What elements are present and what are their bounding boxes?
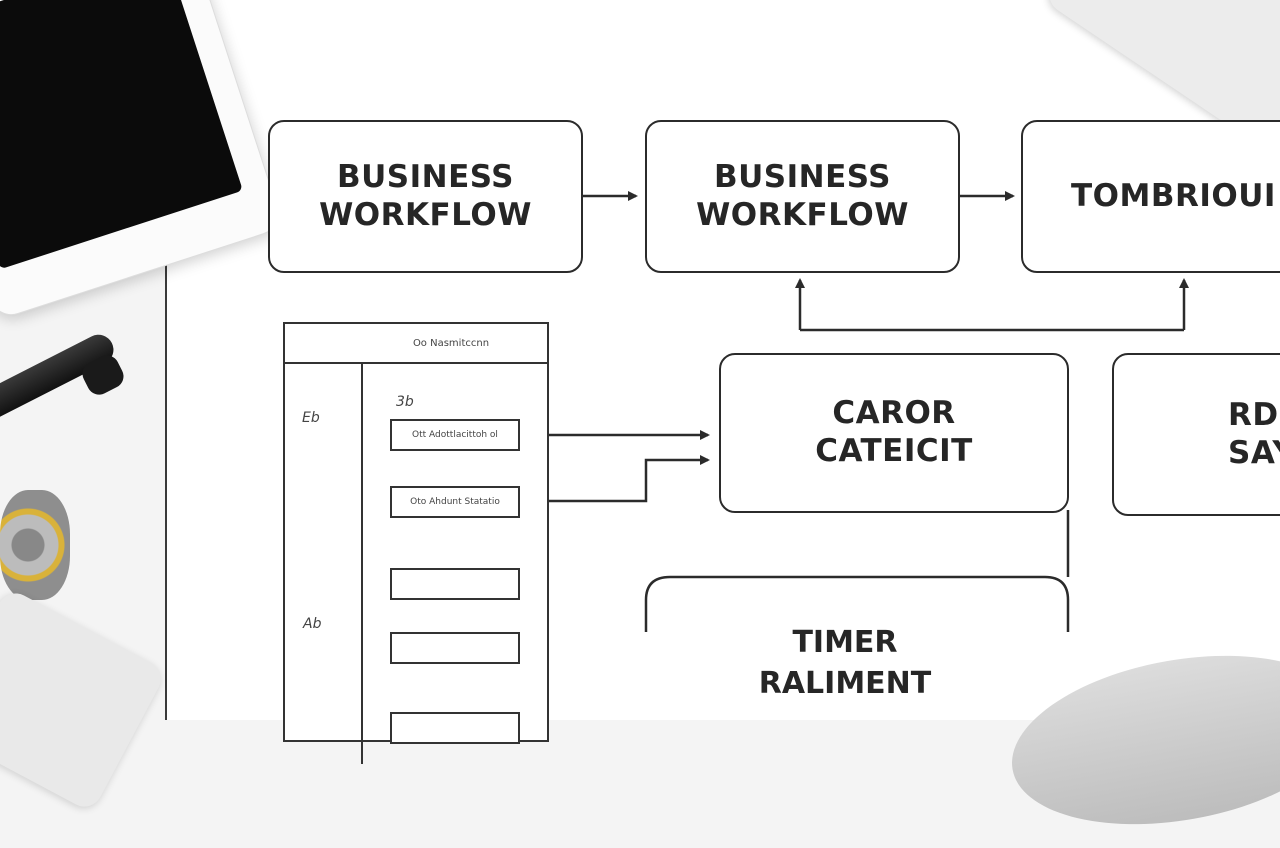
connector-lines [298,191,1189,720]
table-header-text: Oo Nasmitccnn [412,337,490,349]
workflow-diagram: BUSINESS WORKFLOW BUSINESS WORKFLOW TOMB… [268,120,1280,764]
table-row-box: Oto Ahdunt Statatio [390,486,520,518]
side-mark: Ab [303,616,322,632]
box-text-line: TOMBRIOUI [1071,177,1276,214]
side-mark: Eb [302,410,320,426]
timer-bracket [644,575,1070,632]
table-row-box [390,632,520,664]
timer-text-line: RALIMENT [758,666,932,702]
tombrioui-box: TOMBRIOUI [1021,120,1280,273]
timer-text-line: TIMER [792,625,898,660]
box-text-line: CAROR [832,395,956,432]
arrow-row2-caror [520,455,710,503]
box-text-line: CATEICIT [815,433,973,469]
table-header: Oo Nasmitccnn [285,324,547,364]
box-text-line: WORKFLOW [319,196,532,233]
tape-roll [0,490,70,600]
table-row-box: Ott Adottlacittoh ol [390,419,520,451]
table-row-box [390,568,520,600]
box-text-line: RD [1228,396,1279,433]
box-text-line: SAY [1228,434,1280,471]
box-text-line: BUSINESS [336,158,515,195]
timer-raliment-label: TIMER RALIMENT [700,622,990,705]
business-workflow-box-2: BUSINESS WORKFLOW [645,120,960,273]
sketch-table: Oo Nasmitccnn [283,322,549,764]
table-column-divider [361,364,363,764]
caror-cateicit-box: CAROR CATEICIT [719,353,1069,513]
box-text-line: WORKFLOW [696,196,909,233]
box-text-line: BUSINESS [713,158,892,195]
business-workflow-box-1: BUSINESS WORKFLOW [268,120,583,273]
table-row-box [390,712,520,744]
rd-say-box: RD SAY [1112,353,1280,516]
row-mark: 3b [396,394,414,410]
